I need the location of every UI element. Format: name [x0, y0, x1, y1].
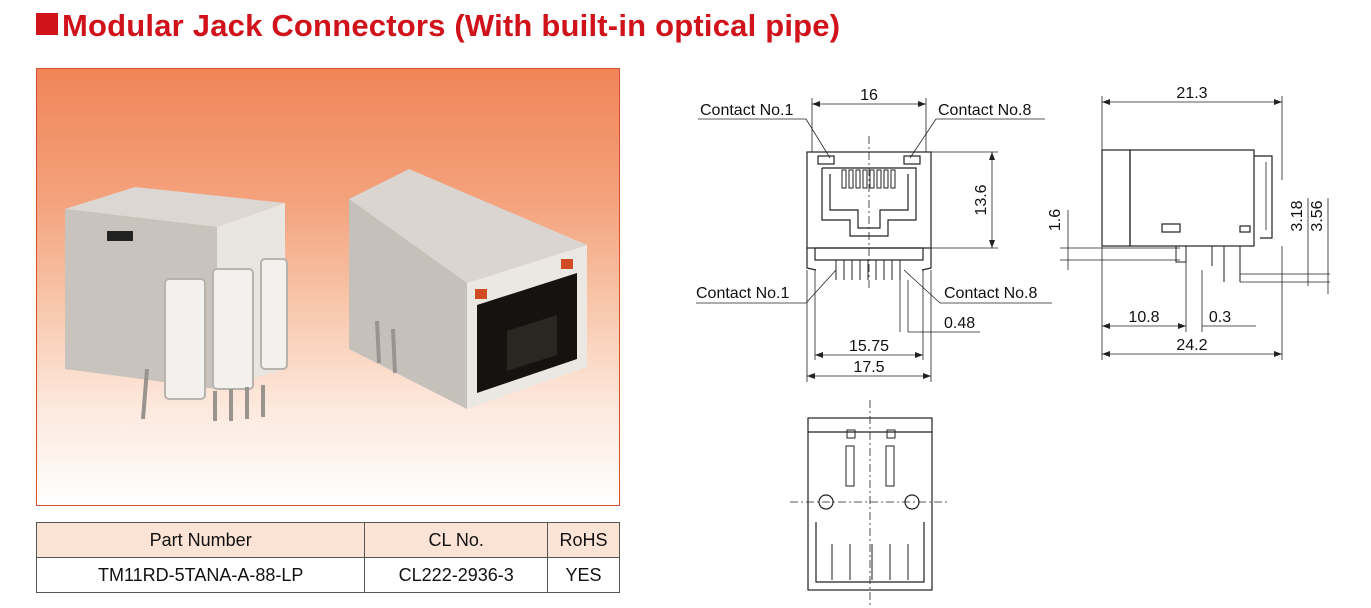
dimension-arrows — [807, 99, 1282, 379]
connector-photo-illustration — [65, 169, 587, 421]
header-rohs: RoHS — [547, 522, 620, 558]
front-view-drawing — [696, 98, 1052, 382]
dim-side-1-6: 1.6 — [1047, 209, 1064, 231]
cell-part-number: TM11RD-5TANA-A-88-LP — [35, 557, 366, 593]
label-contact-1-bottom: Contact No.1 — [696, 285, 789, 302]
dim-side-length-top: 21.3 — [1176, 85, 1207, 102]
dim-pin-span: 15.75 — [849, 338, 889, 355]
dim-height: 13.6 — [973, 184, 990, 215]
dim-side-length-bottom: 24.2 — [1176, 337, 1207, 354]
cell-cl-no: CL222-2936-3 — [364, 557, 549, 593]
header-part-number: Part Number — [35, 522, 366, 558]
dimension-drawings: 16 Contact No.1 Contact No.8 13.6 Contac… — [696, 85, 1330, 606]
part-number-table: Part Number CL No. RoHS TM11RD-5TANA-A-8… — [35, 522, 620, 593]
dim-side-0-3: 0.3 — [1209, 309, 1231, 326]
side-view-drawing — [1060, 96, 1330, 360]
table-header-row: Part Number CL No. RoHS — [35, 522, 620, 558]
dim-width-top: 16 — [860, 87, 878, 104]
left-connector-image — [65, 187, 288, 421]
product-photo — [36, 68, 620, 506]
title-square-icon — [36, 13, 58, 35]
page-title: Modular Jack Connectors (With built-in o… — [36, 8, 840, 44]
label-contact-8-top: Contact No.8 — [938, 102, 1031, 119]
page-title-text: Modular Jack Connectors (With built-in o… — [62, 8, 841, 43]
dim-side-3-18: 3.18 — [1289, 200, 1306, 231]
table-row: TM11RD-5TANA-A-88-LP CL222-2936-3 YES — [35, 557, 620, 593]
bottom-view-drawing — [790, 400, 950, 606]
right-connector-image — [349, 169, 587, 409]
dim-pitch: 0.48 — [944, 315, 975, 332]
label-contact-8-bottom: Contact No.8 — [944, 285, 1037, 302]
dim-width-bottom: 17.5 — [853, 359, 884, 376]
cell-rohs: YES — [547, 557, 620, 593]
header-cl-no: CL No. — [364, 522, 549, 558]
dim-side-10-8: 10.8 — [1128, 309, 1159, 326]
label-contact-1-top: Contact No.1 — [700, 102, 793, 119]
dim-side-3-56: 3.56 — [1309, 200, 1326, 231]
